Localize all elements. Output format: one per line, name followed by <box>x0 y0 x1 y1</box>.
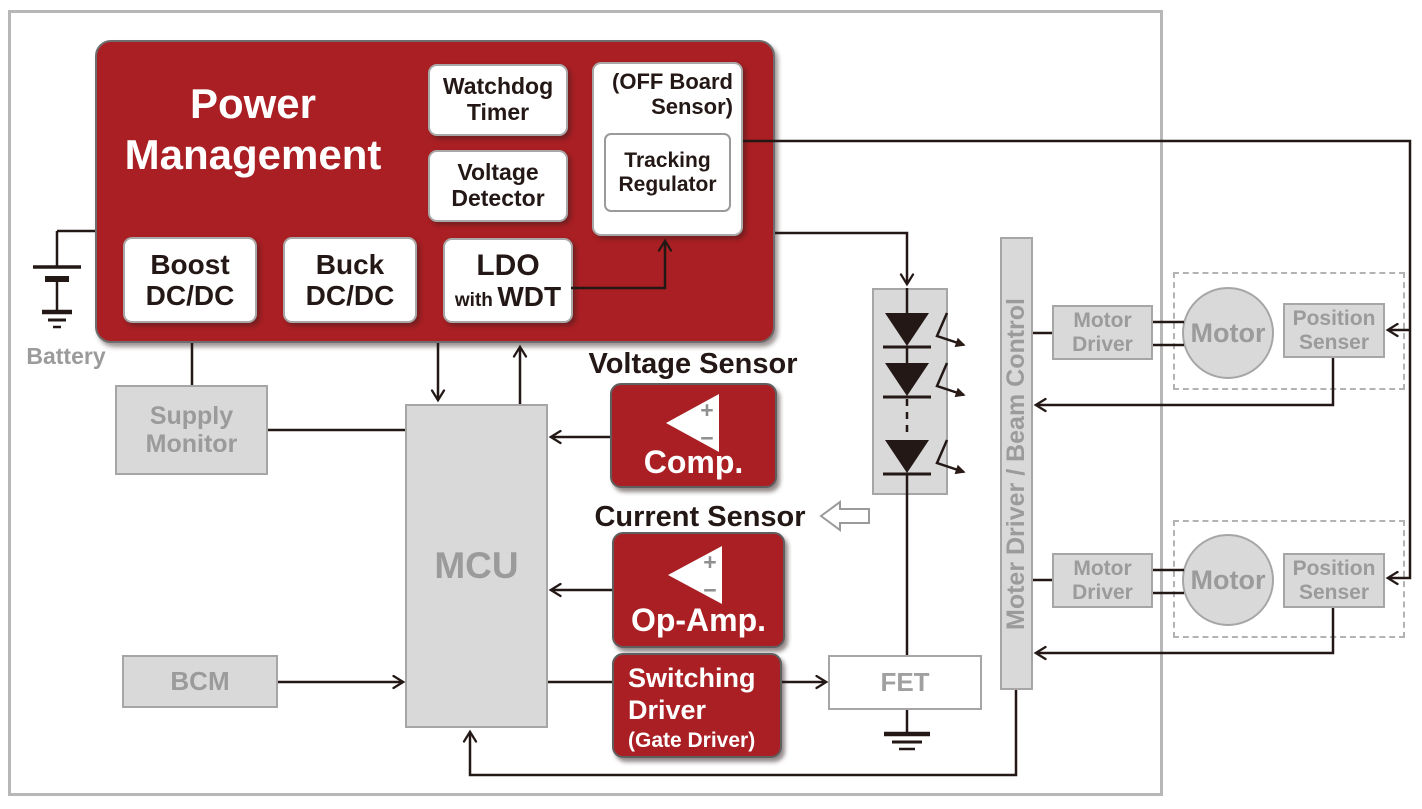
switching-driver-block: Switching Driver (Gate Driver) <box>612 653 782 758</box>
beam-control-bar: Moter Driver / Beam Control <box>1000 237 1033 690</box>
boost-dcdc-block: Boost DC/DC <box>123 237 257 323</box>
motor-top: Motor <box>1182 287 1274 379</box>
current-sensor-title: Current Sensor <box>594 501 806 533</box>
switching-driver-label: Switching Driver <box>628 663 756 725</box>
motor-bottom: Motor <box>1182 534 1274 626</box>
comparator-label: Comp. <box>643 444 744 480</box>
led-string-block <box>872 288 948 495</box>
voltage-detector-block: Voltage Detector <box>428 150 568 222</box>
position-sensor-bottom-block: Position Senser <box>1283 553 1385 608</box>
ldo-label: LDO <box>476 248 540 282</box>
ldo-block: LDO with WDT <box>443 238 573 323</box>
comparator-block: Comp. <box>610 383 777 488</box>
beam-control-label: Moter Driver / Beam Control <box>1002 297 1030 630</box>
motor-driver-top-block: Motor Driver <box>1052 305 1153 360</box>
tracking-regulator-block: Tracking Regulator <box>604 133 731 212</box>
supply-monitor-block: Supply Monitor <box>115 385 268 475</box>
motor-driver-bottom-block: Motor Driver <box>1052 553 1153 608</box>
mcu-block: MCU <box>405 404 548 728</box>
bcm-block: BCM <box>122 655 278 708</box>
gate-driver-sublabel: (Gate Driver) <box>628 728 756 752</box>
ldo-subline: with WDT <box>454 280 562 312</box>
power-management-title: Power Management <box>124 80 382 179</box>
battery-label: Battery <box>26 343 106 369</box>
fet-block: FET <box>828 655 982 710</box>
op-amp-label: Op-Amp. <box>630 602 767 638</box>
off-board-sensor-label: (OFF Board Sensor) <box>612 69 733 119</box>
position-sensor-top-block: Position Senser <box>1283 303 1385 358</box>
voltage-sensor-title: Voltage Sensor <box>588 348 798 380</box>
buck-dcdc-block: Buck DC/DC <box>283 237 417 323</box>
op-amp-block: Op-Amp. <box>612 532 785 648</box>
watchdog-timer-block: Watchdog Timer <box>428 64 568 136</box>
